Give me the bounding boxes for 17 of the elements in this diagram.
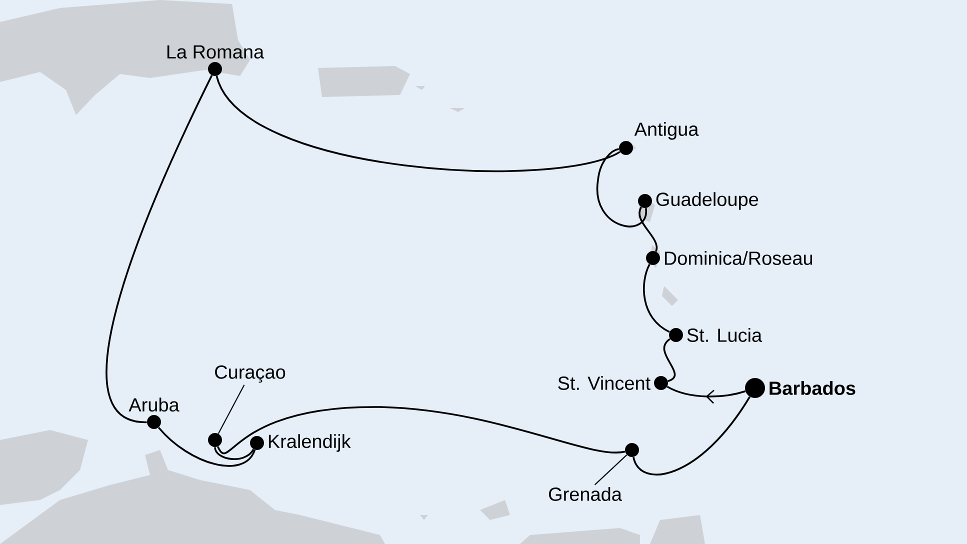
port-label: Curaçao (215, 365, 286, 383)
leader-line (594, 454, 628, 486)
port-dot (208, 433, 222, 447)
route-line (106, 75, 213, 424)
route-line (632, 396, 751, 476)
leader-line (218, 384, 245, 434)
route-line (214, 447, 254, 460)
port-dot (625, 443, 639, 457)
route-line (663, 338, 676, 382)
route-line (638, 206, 658, 252)
route-line (643, 264, 670, 333)
route-line (217, 406, 626, 454)
route-line (158, 426, 256, 467)
route-line (216, 76, 620, 172)
route-line (666, 386, 746, 404)
port-label: Grenada (549, 487, 622, 501)
route-line (596, 148, 647, 228)
